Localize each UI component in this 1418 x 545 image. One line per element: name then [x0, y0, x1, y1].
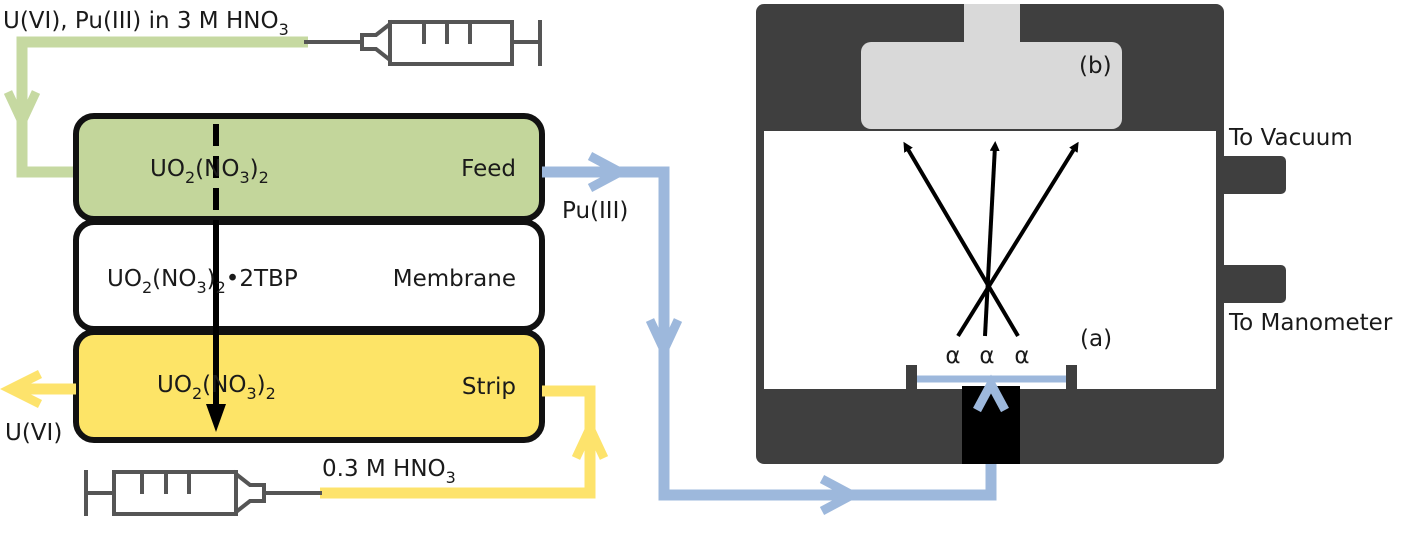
- strip-syringe-icon: [84, 469, 322, 517]
- uranium-transport-arrow: [206, 124, 226, 432]
- feed-layer-label: Feed: [461, 156, 516, 182]
- alpha-ray-left: [956, 141, 1079, 338]
- detector: [861, 4, 1122, 129]
- strip-species-label: UO2(NO3)2: [157, 372, 276, 403]
- membrane-layer-label: Membrane: [393, 266, 516, 292]
- alpha-symbol-right: α: [1014, 343, 1029, 369]
- strip-solution-label: 0.3 M HNO3: [322, 456, 456, 487]
- membrane-species-label: UO2(NO3)2•2TBP: [107, 266, 298, 297]
- feed-syringe-icon: [304, 19, 542, 66]
- manometer-port: [1216, 265, 1286, 303]
- detector-label: (b): [1079, 53, 1112, 79]
- alpha-symbol-center: α: [979, 343, 994, 369]
- strip-inlet-stream: [320, 385, 609, 499]
- alpha-ray-center: [983, 141, 1000, 337]
- source-inlet-arrow: [973, 374, 1009, 413]
- alpha-ray-right: [903, 141, 1020, 338]
- vacuum-label: To Vacuum: [1228, 125, 1353, 151]
- vacuum-port: [1216, 156, 1286, 194]
- alpha-trajectories: [903, 141, 1079, 338]
- manometer-label: To Manometer: [1228, 310, 1393, 336]
- feed-species-label: UO2(NO3)2: [150, 156, 269, 187]
- feed-inlet-stream: [3, 36, 308, 178]
- sample-inlet-tube: [962, 386, 1020, 464]
- source-label: (a): [1080, 326, 1112, 352]
- uvi-outlet-stream: [0, 369, 76, 409]
- pu-output-label: Pu(III): [562, 198, 628, 224]
- strip-layer-label: Strip: [462, 374, 516, 400]
- alpha-symbol-left: α: [945, 343, 960, 369]
- uvi-output-label: U(VI): [5, 420, 62, 446]
- feed-solution-label: U(VI), Pu(III) in 3 M HNO3: [3, 8, 289, 39]
